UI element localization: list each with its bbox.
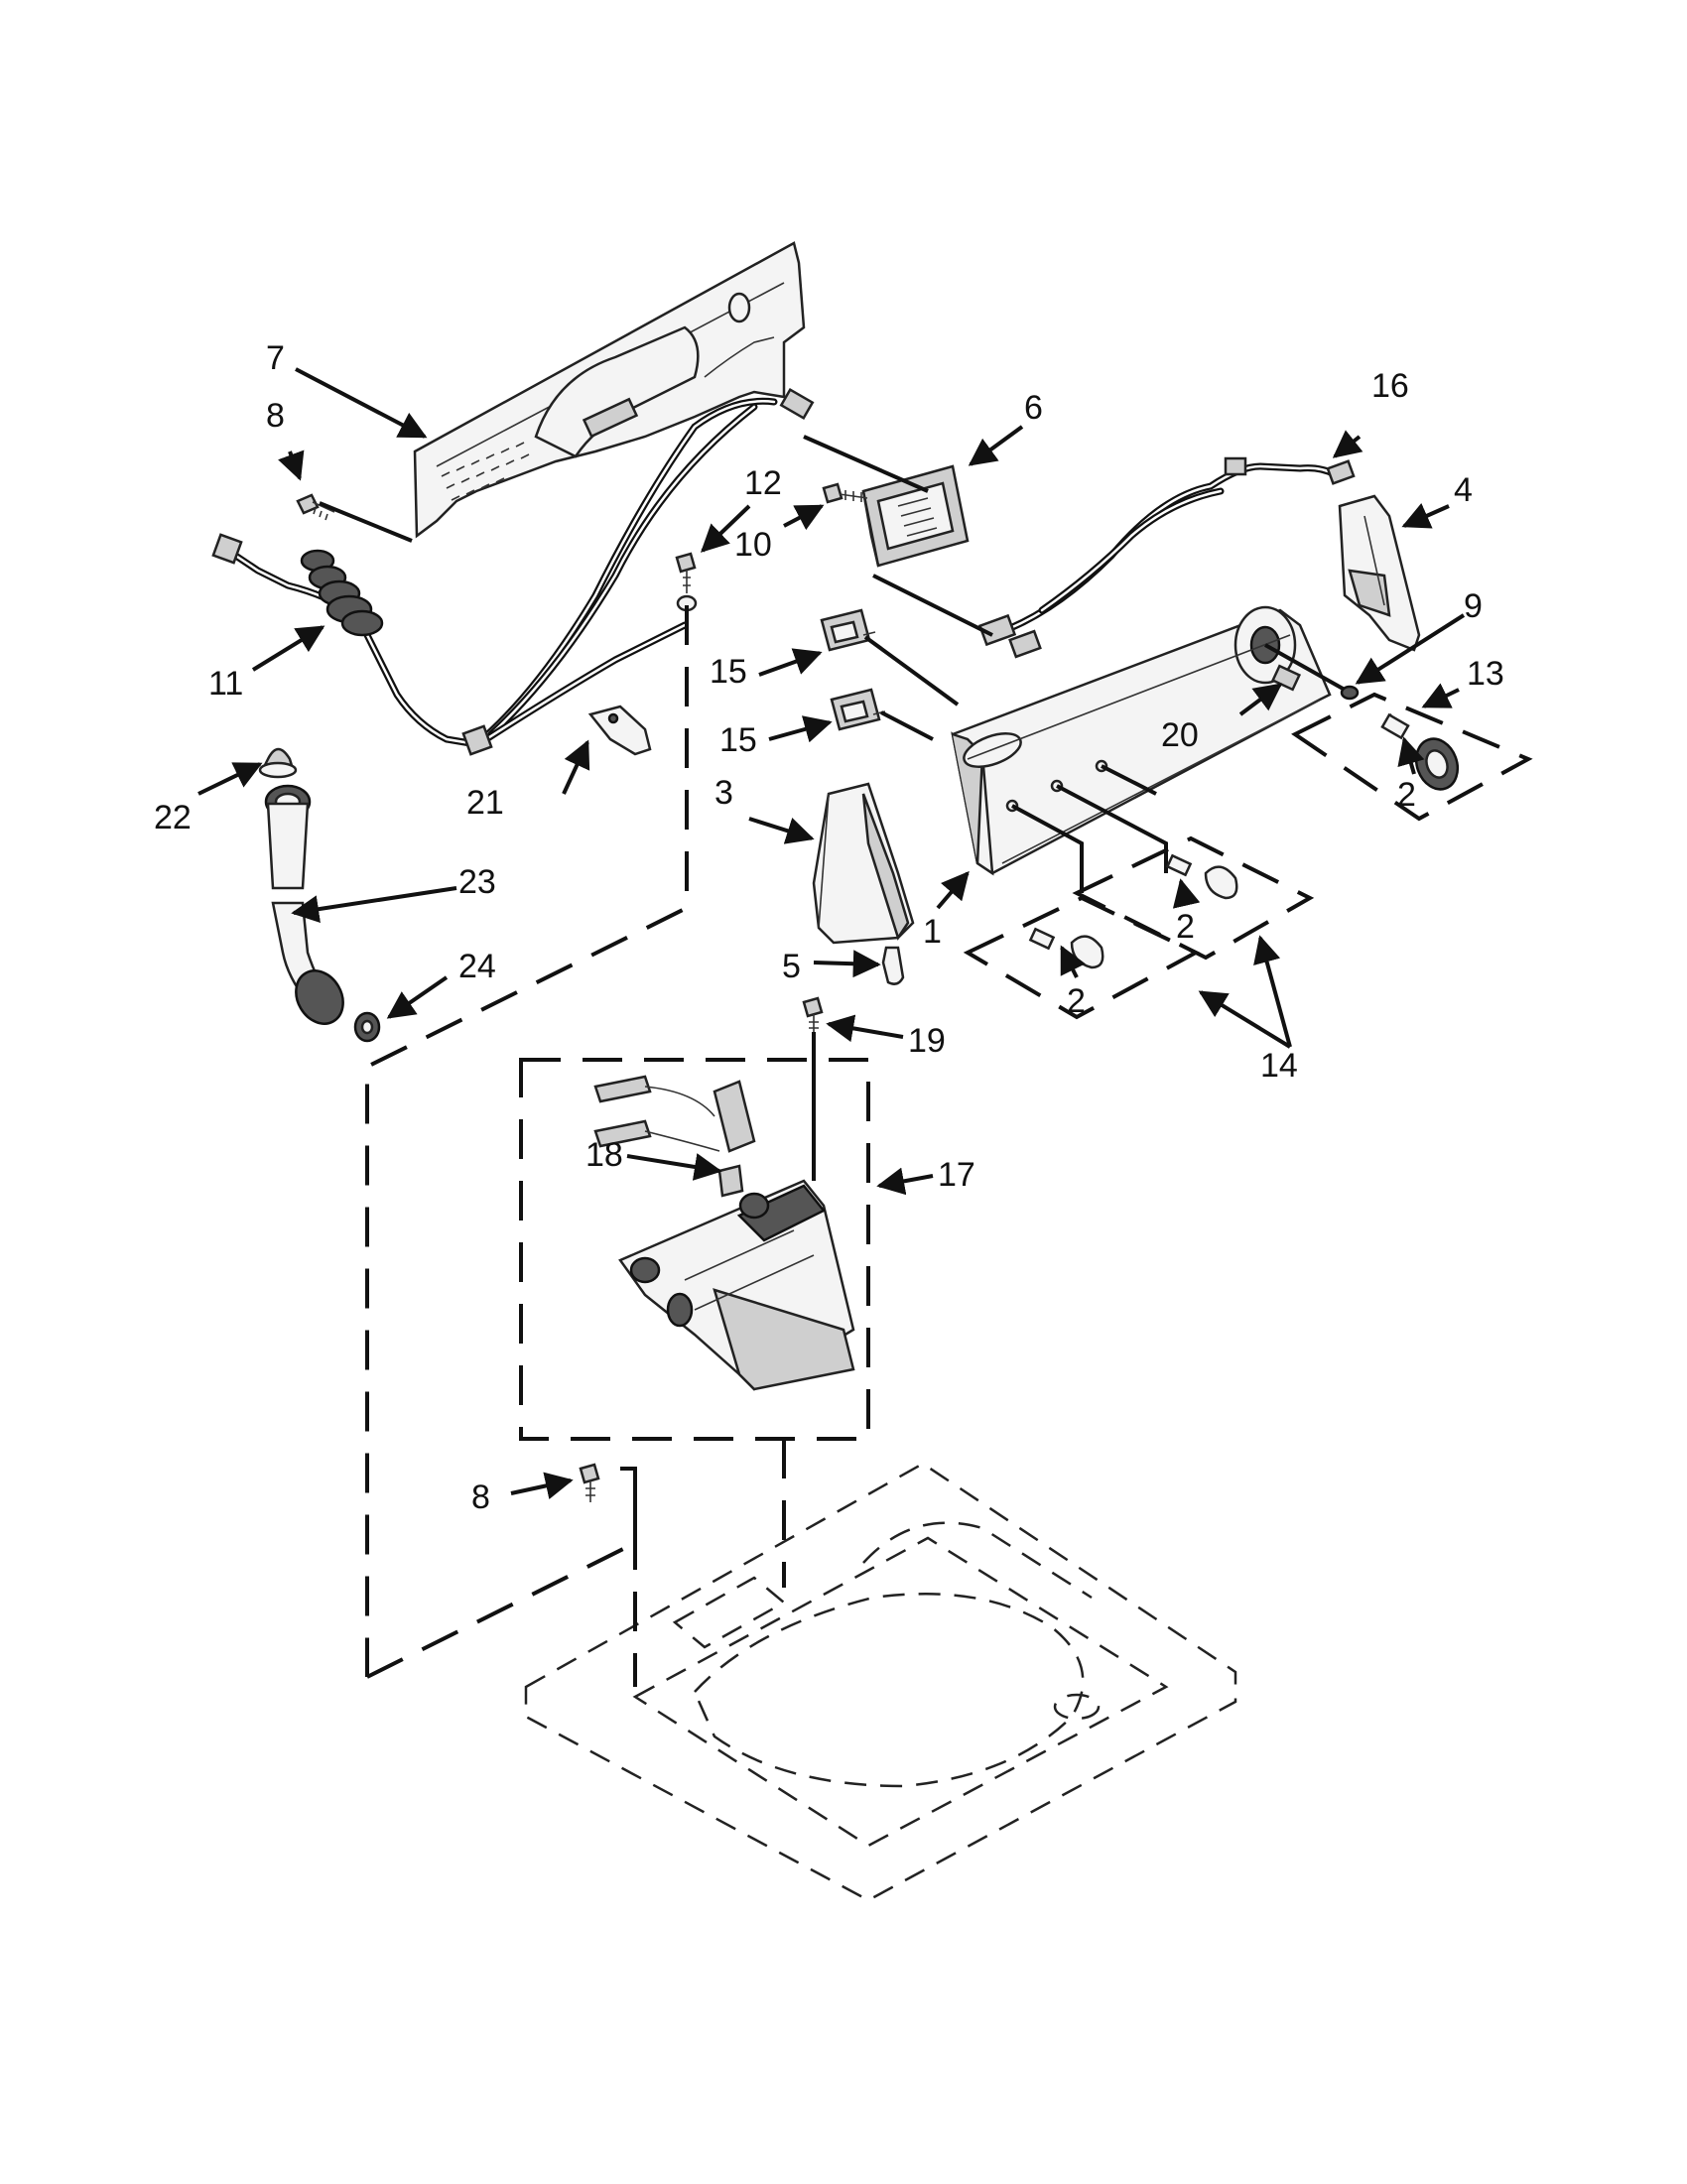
switch-part-15-lower (830, 688, 886, 731)
callout-13: 13 (1467, 655, 1504, 693)
clamp-part-21 (587, 705, 652, 756)
screw-part-8-lower (579, 1463, 600, 1502)
filter-screen-part-22 (258, 747, 298, 779)
callout-arrows (197, 367, 1466, 1500)
clip-part-5 (881, 946, 905, 985)
callout-22: 22 (154, 799, 192, 836)
switch-part-15-upper (820, 608, 876, 652)
washer-part-24 (353, 1011, 381, 1043)
knob-part-2-mid (1165, 853, 1238, 900)
callout-2-mid: 2 (1176, 908, 1195, 946)
callout-6: 6 (1024, 389, 1043, 427)
screw-part-8-upper (296, 493, 335, 521)
callout-18: 18 (585, 1136, 623, 1174)
callout-12: 12 (744, 464, 782, 502)
control-board-part-6 (861, 464, 970, 568)
callout-24: 24 (458, 948, 496, 985)
callout-2-right: 2 (1397, 776, 1416, 814)
callout-20: 20 (1161, 716, 1199, 754)
callout-21: 21 (466, 784, 504, 822)
console-part-1 (951, 605, 1332, 876)
rear-panel-part-7 (413, 241, 806, 539)
shaft-part-9 (1264, 643, 1360, 701)
callout-15-lower: 15 (719, 721, 757, 759)
callout-17: 17 (938, 1156, 975, 1194)
callout-10: 10 (734, 526, 772, 564)
ground-screw-part-12 (675, 552, 698, 612)
callout-1: 1 (923, 913, 942, 951)
bushing-part-20 (1270, 664, 1302, 692)
valve-assembly-part-17 (519, 1058, 870, 1441)
callout-14: 14 (1260, 1047, 1298, 1085)
knob-part-2-left (1028, 927, 1104, 969)
assembly-lines (365, 605, 1533, 1687)
callout-19: 19 (908, 1022, 946, 1060)
screw-part-10 (822, 482, 868, 504)
callout-8-lower: 8 (471, 1478, 490, 1516)
knob-part-2-right (1380, 712, 1460, 791)
end-cap-part-4 (1338, 494, 1421, 652)
callout-9: 9 (1464, 587, 1483, 625)
callout-4: 4 (1454, 471, 1473, 509)
callout-labels: 7 8 11 12 6 10 16 4 9 13 20 15 15 3 21 2… (154, 339, 1504, 1516)
callout-23: 23 (458, 863, 496, 901)
power-cord-part-11 (211, 387, 815, 756)
callout-7: 7 (266, 339, 285, 377)
callout-16: 16 (1371, 367, 1409, 405)
callout-3: 3 (714, 774, 733, 812)
callout-11: 11 (208, 665, 243, 703)
wire-harness-part-16 (977, 456, 1356, 659)
inlet-hose-part-23 (264, 784, 344, 1025)
harness-part-18 (593, 1075, 756, 1198)
callout-8-upper: 8 (266, 397, 285, 435)
dispenser-cover-part-3 (812, 782, 915, 945)
callout-15-upper: 15 (710, 653, 747, 691)
callout-2-left: 2 (1067, 982, 1086, 1020)
callout-5: 5 (782, 948, 801, 985)
screw-part-19 (802, 996, 824, 1034)
leader-lines (319, 435, 1396, 1181)
cabinet-top-outline (524, 1462, 1237, 1902)
